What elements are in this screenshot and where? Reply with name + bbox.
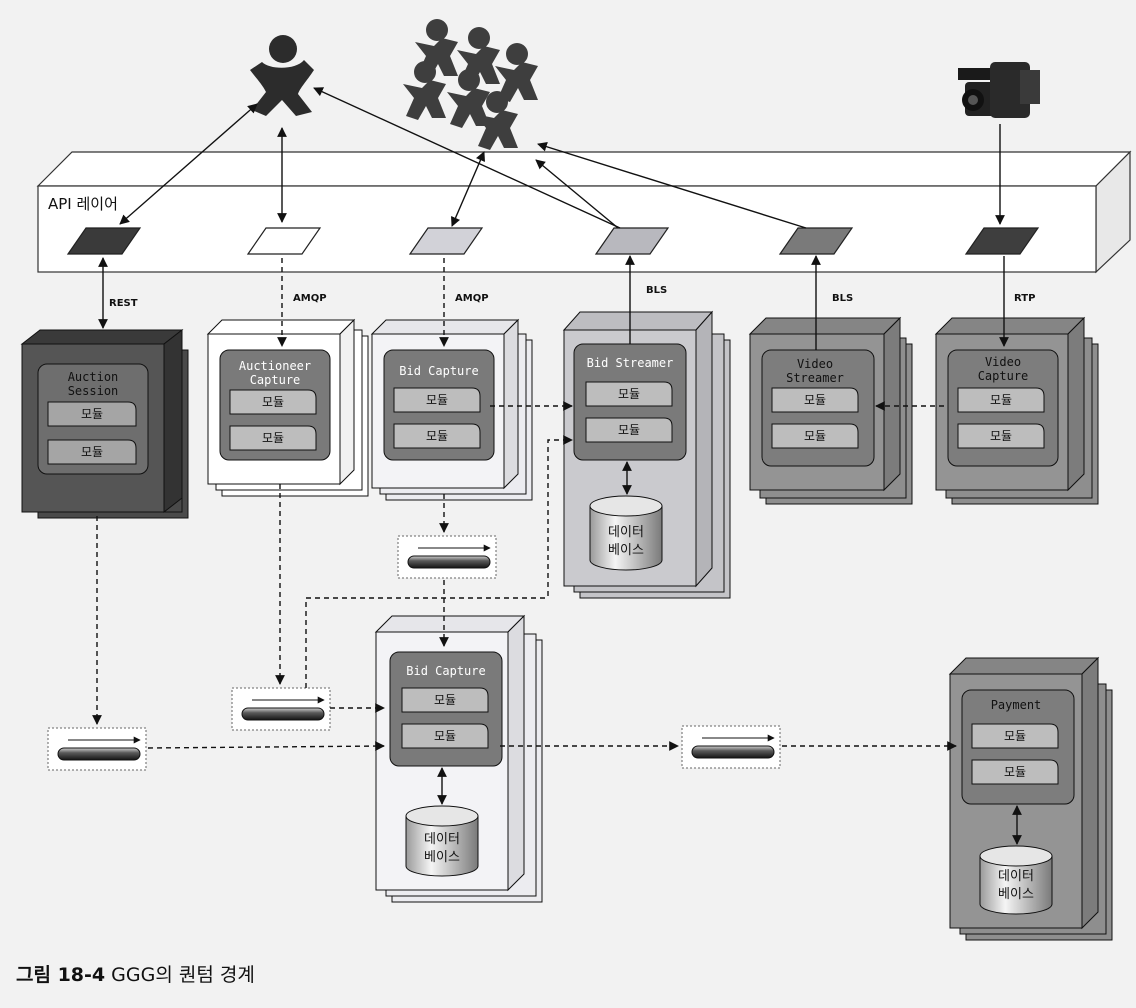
bid-streamer-db-label-2: 베이스: [608, 543, 644, 558]
video-streamer-title-2: Streamer: [786, 371, 844, 385]
bid-streamer-module-2: 모듈: [618, 423, 640, 437]
video-capture-module-2: 모듈: [990, 429, 1012, 443]
bid-capture-bottom-db-label-2: 베이스: [424, 850, 460, 865]
auctioneer-capture-module-1: 모듈: [262, 395, 284, 409]
bid-capture-bottom-title: Bid Capture: [406, 664, 485, 678]
service-payment: [948, 656, 1113, 941]
video-capture-title-2: Capture: [978, 369, 1029, 383]
figure-number: 그림 18-4: [16, 964, 106, 986]
auctioneer-capture-module-2: 모듈: [262, 431, 284, 445]
protocol-bls-1: BLS: [646, 285, 667, 296]
bid-streamer-title: Bid Streamer: [587, 356, 674, 370]
protocol-amqp-1: AMQP: [293, 293, 327, 304]
bid-capture-bottom-db-label-1: 데이터: [424, 832, 460, 847]
bid-capture-bottom-database-icon: [405, 805, 479, 877]
api-layer-label: API 레이어: [48, 195, 118, 213]
video-capture-module-1: 모듈: [990, 393, 1012, 407]
figure-caption: 그림 18-4 GGG의 퀀텀 경계: [16, 960, 255, 987]
message-queue-icon: [397, 535, 497, 579]
auctioneer-capture-title-1: Auctioneer: [239, 359, 311, 373]
message-queue-icon: [231, 687, 331, 731]
payment-db-label-2: 베이스: [998, 887, 1034, 902]
video-streamer-module-1: 모듈: [804, 393, 826, 407]
service-auction-session: [20, 328, 189, 519]
protocol-rest: REST: [109, 298, 138, 309]
service-video-streamer: [748, 316, 913, 505]
auction-session-title-2: Session: [68, 384, 119, 398]
bid-capture-top-module-2: 모듈: [426, 429, 448, 443]
protocol-rtp: RTP: [1014, 293, 1035, 304]
protocol-amqp-2: AMQP: [455, 293, 489, 304]
payment-database-icon: [979, 845, 1053, 915]
bid-streamer-database-icon: [589, 495, 663, 571]
message-queue-icon: [681, 725, 781, 769]
api-layer-bar: [36, 150, 1132, 274]
dashed-connectors: [92, 258, 957, 751]
api-endpoint-amqp-2: [408, 227, 484, 255]
video-streamer-title-1: Video: [797, 357, 833, 371]
bid-streamer-module-1: 모듈: [618, 387, 640, 401]
payment-module-1: 모듈: [1004, 729, 1026, 743]
video-capture-title-1: Video: [985, 355, 1021, 369]
video-camera-icon: [958, 62, 1040, 118]
message-queue-icon: [47, 727, 147, 771]
service-bid-capture-top: [370, 318, 533, 501]
solid-connectors: [98, 87, 1022, 845]
api-endpoint-rtp: [964, 227, 1040, 255]
api-endpoint-amqp-1: [246, 227, 322, 255]
service-bid-capture-bottom: [374, 614, 543, 903]
api-endpoint-bls-2: [778, 227, 854, 255]
bid-streamer-db-label-1: 데이터: [608, 525, 644, 540]
payment-module-2: 모듈: [1004, 765, 1026, 779]
single-user-icon: [250, 35, 314, 116]
api-endpoint-bls-1: [594, 227, 670, 255]
figure-title: GGG의 퀀텀 경계: [111, 964, 255, 986]
message-queues: [47, 535, 781, 771]
auctioneer-capture-title-2: Capture: [250, 373, 301, 387]
api-endpoints: [66, 227, 1040, 255]
video-streamer-module-2: 모듈: [804, 429, 826, 443]
payment-db-label-1: 데이터: [998, 869, 1034, 884]
user-group-icon: [403, 19, 538, 150]
api-endpoint-rest: [66, 227, 142, 255]
protocol-bls-2: BLS: [832, 293, 853, 304]
service-auctioneer-capture: [206, 318, 369, 497]
bid-capture-bottom-module-2: 모듈: [434, 729, 456, 743]
auction-session-module-2: 모듈: [81, 445, 103, 459]
auction-session-title-1: Auction: [68, 370, 119, 384]
bid-capture-top-module-1: 모듈: [426, 393, 448, 407]
service-video-capture: [934, 316, 1099, 505]
auction-session-module-1: 모듈: [81, 407, 103, 421]
bid-capture-bottom-module-1: 모듈: [434, 693, 456, 707]
payment-title: Payment: [991, 698, 1042, 712]
bid-capture-top-title: Bid Capture: [399, 364, 478, 378]
